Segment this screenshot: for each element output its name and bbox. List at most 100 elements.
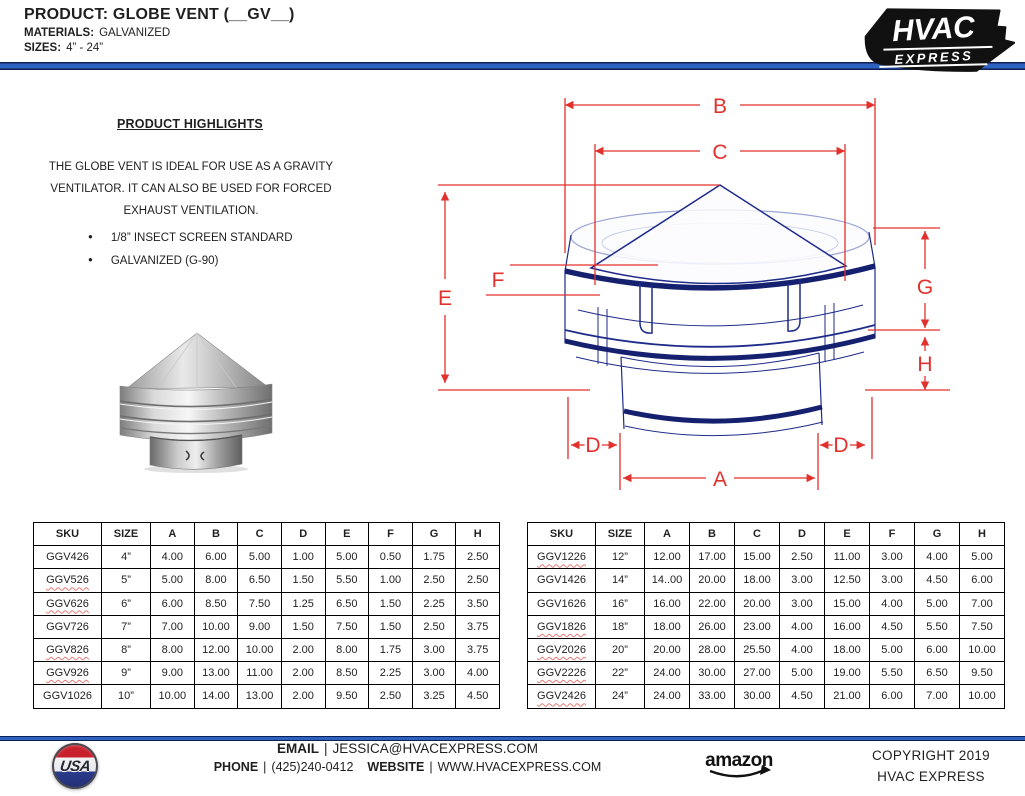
dimension-cell: 9.50 <box>959 661 1005 686</box>
sizes-label: SIZES: <box>24 42 62 54</box>
email-line: EMAIL|JESSICA@HVACEXPRESS.COM <box>145 741 670 756</box>
sku-cell: GGV826 <box>33 637 102 663</box>
dimension-cell: 11.00 <box>237 661 282 686</box>
copyright-line2: HVAC EXPRESS <box>877 769 985 784</box>
dimension-cell: 1.75 <box>411 545 457 570</box>
cone-outline <box>589 184 848 285</box>
sizes-value: 4” - 24” <box>66 42 104 54</box>
dimension-cell: 5.00 <box>914 591 960 616</box>
dimension-cell: 4.00 <box>150 545 195 570</box>
dimension-d-left <box>567 397 621 490</box>
column-header: F <box>368 521 413 547</box>
dimension-cell: 12.00 <box>644 545 690 570</box>
dimension-cell: 12.00 <box>193 637 239 663</box>
page-title: PRODUCT: GLOBE VENT (__GV__) <box>24 6 295 24</box>
dimension-cell: 2.50 <box>779 545 825 570</box>
amazon-logo: amazon <box>694 749 784 788</box>
dimension-cell: 1.50 <box>368 614 413 639</box>
dimension-cell: 28.00 <box>689 637 735 663</box>
dimension-cell: 24.00 <box>644 661 690 686</box>
dimension-cell: 8.00 <box>150 637 195 663</box>
column-header: E <box>824 521 870 547</box>
dimension-cell: 3.00 <box>869 568 915 593</box>
column-header: SKU <box>33 521 102 547</box>
bullet-item: ● 1/8” INSECT SCREEN STANDARD <box>88 226 293 249</box>
dimension-cell: 15.00 <box>734 545 780 570</box>
size-cell: 9” <box>101 661 151 686</box>
dimension-cell: 6.00 <box>869 684 915 709</box>
website-label: WEBSITE <box>367 760 425 774</box>
dimension-cell: 9.00 <box>237 614 282 639</box>
dimension-cell: 0.50 <box>368 545 413 570</box>
size-cell: 6” <box>101 591 151 616</box>
dimension-cell: 4.00 <box>869 591 915 616</box>
product-label: PRODUCT: <box>24 6 109 23</box>
product-photo <box>119 332 273 473</box>
label-e: E <box>438 287 452 310</box>
email-value: JESSICA@HVACEXPRESS.COM <box>332 741 539 756</box>
sku-cell: GGV626 <box>33 591 102 616</box>
product-name: GLOBE VENT (__GV__) <box>112 6 295 23</box>
dimension-cell: 6.00 <box>150 591 195 616</box>
column-header: G <box>914 521 960 547</box>
dimension-cell: 10.00 <box>959 637 1005 663</box>
column-header: B <box>689 521 735 547</box>
dimension-cell: 8.50 <box>193 591 239 616</box>
dimension-cell: 5.50 <box>324 568 370 593</box>
dimension-cell: 33.00 <box>689 684 735 709</box>
dimension-cell: 5.00 <box>150 568 195 593</box>
dimension-cell: 7.00 <box>959 591 1005 616</box>
column-header: F <box>869 521 915 547</box>
dimension-cell: 24.00 <box>644 684 690 709</box>
dimension-cell: 26.00 <box>689 614 735 639</box>
dimension-cell: 5.00 <box>959 545 1005 570</box>
vent-diagram: B C E F G H D D A <box>435 93 950 494</box>
column-header: A <box>644 521 690 547</box>
dimension-cell: 20.00 <box>689 568 735 593</box>
dimension-cell: 22.00 <box>689 591 735 616</box>
amazon-wordmark: amazon <box>705 750 773 771</box>
sku-cell: GGV2426 <box>527 684 596 709</box>
dimension-cell: 4.00 <box>779 637 825 663</box>
dimension-d-right <box>817 397 873 490</box>
column-header: D <box>779 521 825 547</box>
separator: | <box>263 760 267 774</box>
dimension-cell: 6.50 <box>914 661 960 686</box>
dimension-c <box>594 144 846 285</box>
dimension-cell: 3.00 <box>779 591 825 616</box>
sku-cell: GGV1226 <box>527 545 596 570</box>
phone-value: (425)240-0412 <box>271 760 354 774</box>
dimension-cell: 2.50 <box>411 568 457 593</box>
dimension-cell: 2.25 <box>368 661 413 686</box>
dimension-cell: 4.00 <box>455 661 500 686</box>
dimension-cell: 5.50 <box>869 661 915 686</box>
dimension-cell: 18.00 <box>824 637 870 663</box>
label-a: A <box>713 468 727 491</box>
highlights-title: PRODUCT HIGHLIGHTS <box>117 117 263 131</box>
label-d: D <box>585 434 600 457</box>
dimension-cell: 4.50 <box>455 684 500 709</box>
dimension-cell: 17.00 <box>689 545 735 570</box>
dimension-cell: 16.00 <box>824 614 870 639</box>
dimension-cell: 5.00 <box>779 661 825 686</box>
size-cell: 5” <box>101 568 151 593</box>
upper-band <box>564 263 876 291</box>
size-cell: 24” <box>595 684 645 709</box>
dimension-cell: 4.50 <box>779 684 825 709</box>
dimension-cell: 1.50 <box>280 568 326 593</box>
dimension-cell: 14.00 <box>193 684 239 709</box>
footer-divider <box>0 736 1025 741</box>
sku-cell: GGV526 <box>33 568 102 593</box>
size-cell: 20” <box>595 637 645 663</box>
column-header: B <box>193 521 239 547</box>
dimension-cell: 23.00 <box>734 614 780 639</box>
column-header: SIZE <box>595 521 645 547</box>
